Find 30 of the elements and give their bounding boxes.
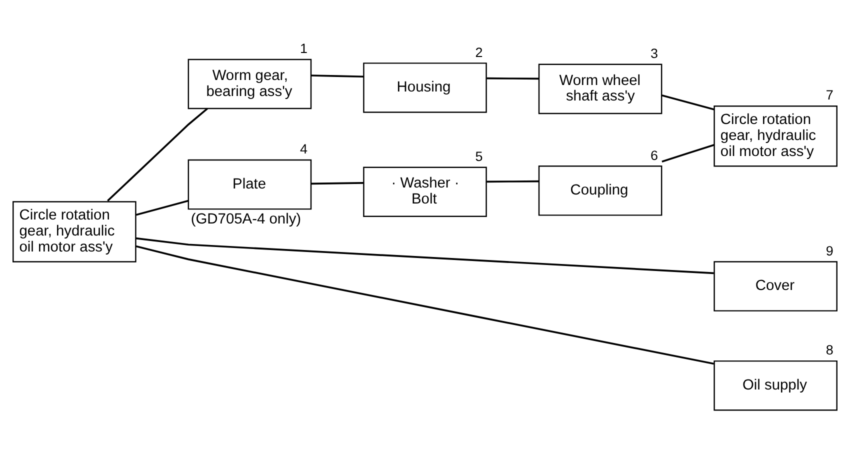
connector bbox=[486, 180, 539, 183]
connector bbox=[486, 77, 539, 80]
connector bbox=[136, 200, 189, 216]
node-label: 1 bbox=[300, 41, 308, 56]
node-box: Worm gear, bearing ass'y bbox=[188, 58, 312, 110]
node-box: Worm wheel shaft ass'y bbox=[538, 64, 662, 114]
node-label: 6 bbox=[650, 148, 658, 163]
node-label: 8 bbox=[826, 342, 834, 358]
node-label: 4 bbox=[300, 142, 308, 157]
node-box: Coupling bbox=[538, 166, 662, 216]
node-box: Plate bbox=[188, 159, 312, 210]
node-label: 5 bbox=[475, 149, 483, 164]
node-box: Cover bbox=[714, 261, 838, 312]
node-label: 7 bbox=[826, 88, 834, 103]
node-box: Oil supply bbox=[714, 360, 838, 411]
connector bbox=[136, 245, 714, 365]
connector bbox=[311, 74, 364, 78]
node-box: Circle rotation gear, hydraulic oil motor ass'y bbox=[714, 105, 838, 167]
node-label: 3 bbox=[650, 46, 658, 62]
node-box: · Washer · Bolt bbox=[363, 166, 487, 218]
node-box: Circle rotation gear, hydraulic oil motor ass'y bbox=[12, 201, 136, 262]
connector bbox=[107, 108, 208, 202]
connector bbox=[662, 144, 714, 162]
node-label: 9 bbox=[826, 243, 834, 258]
node-box: Housing bbox=[363, 62, 487, 113]
connector bbox=[136, 237, 714, 274]
connector bbox=[662, 94, 714, 110]
node-label: (GD705A-4 only) bbox=[190, 211, 302, 228]
connector bbox=[311, 182, 364, 185]
node-label: 2 bbox=[475, 44, 483, 60]
